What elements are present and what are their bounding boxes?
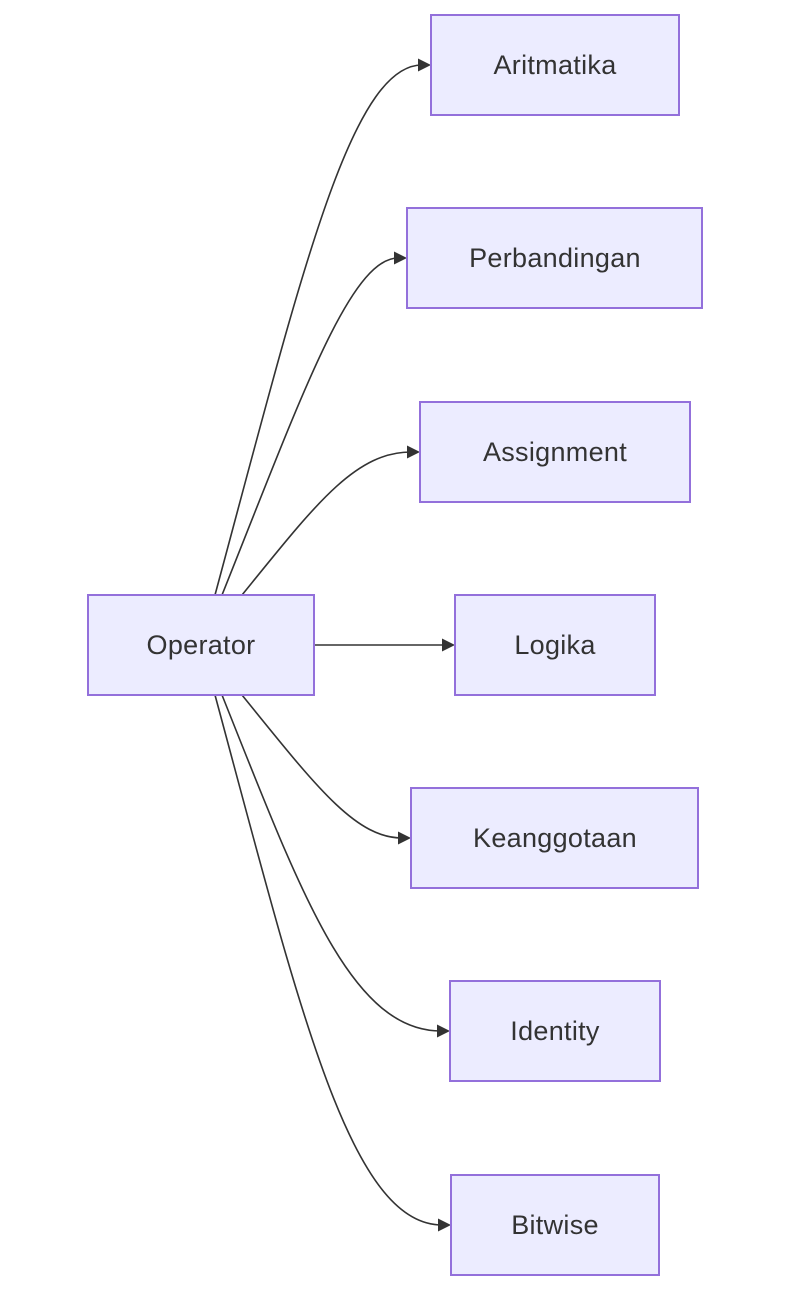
nodes-layer: Operator Aritmatika Perbandingan Assignm… — [87, 14, 703, 1276]
edge-operator-perbandingan — [221, 257, 399, 596]
node-identity-box — [449, 980, 661, 1082]
node-bitwise-label: Bitwise — [511, 1210, 599, 1240]
node-assignment[interactable]: Assignment — [419, 401, 691, 503]
node-identity-label: Identity — [510, 1016, 600, 1046]
node-assignment-label: Assignment — [483, 437, 627, 467]
arrowhead-perbandingan — [394, 251, 407, 265]
node-identity[interactable]: Identity — [449, 980, 661, 1082]
node-keanggotaan-box — [410, 787, 699, 889]
node-aritmatika-label: Aritmatika — [493, 50, 617, 80]
arrowhead-identity — [437, 1024, 450, 1038]
node-assignment-box — [419, 401, 691, 503]
node-logika[interactable]: Logika — [454, 594, 656, 696]
node-perbandingan-box — [406, 207, 703, 309]
node-bitwise-box — [450, 1174, 660, 1276]
edge-operator-keanggotaan — [241, 694, 403, 839]
edge-operator-bitwise — [214, 694, 443, 1226]
node-keanggotaan-label: Keanggotaan — [473, 823, 637, 853]
arrowhead-aritmatika — [418, 58, 431, 72]
node-operator[interactable]: Operator — [87, 594, 315, 696]
node-aritmatika[interactable]: Aritmatika — [430, 14, 680, 116]
node-perbandingan[interactable]: Perbandingan — [406, 207, 703, 309]
node-bitwise[interactable]: Bitwise — [450, 1174, 660, 1276]
node-operator-label: Operator — [147, 630, 256, 660]
edge-operator-aritmatika — [214, 64, 423, 596]
node-perbandingan-label: Perbandingan — [469, 243, 641, 273]
arrowhead-bitwise — [438, 1218, 451, 1232]
arrowhead-assignment — [407, 445, 420, 459]
node-logika-box — [454, 594, 656, 696]
edge-operator-identity — [221, 694, 442, 1032]
node-operator-box — [87, 594, 315, 696]
node-aritmatika-box — [430, 14, 680, 116]
arrowhead-logika — [442, 638, 455, 652]
node-logika-label: Logika — [514, 630, 596, 660]
arrowhead-keanggotaan — [398, 831, 411, 845]
edges-layer — [214, 58, 455, 1232]
edge-operator-assignment — [241, 451, 412, 596]
node-keanggotaan[interactable]: Keanggotaan — [410, 787, 699, 889]
